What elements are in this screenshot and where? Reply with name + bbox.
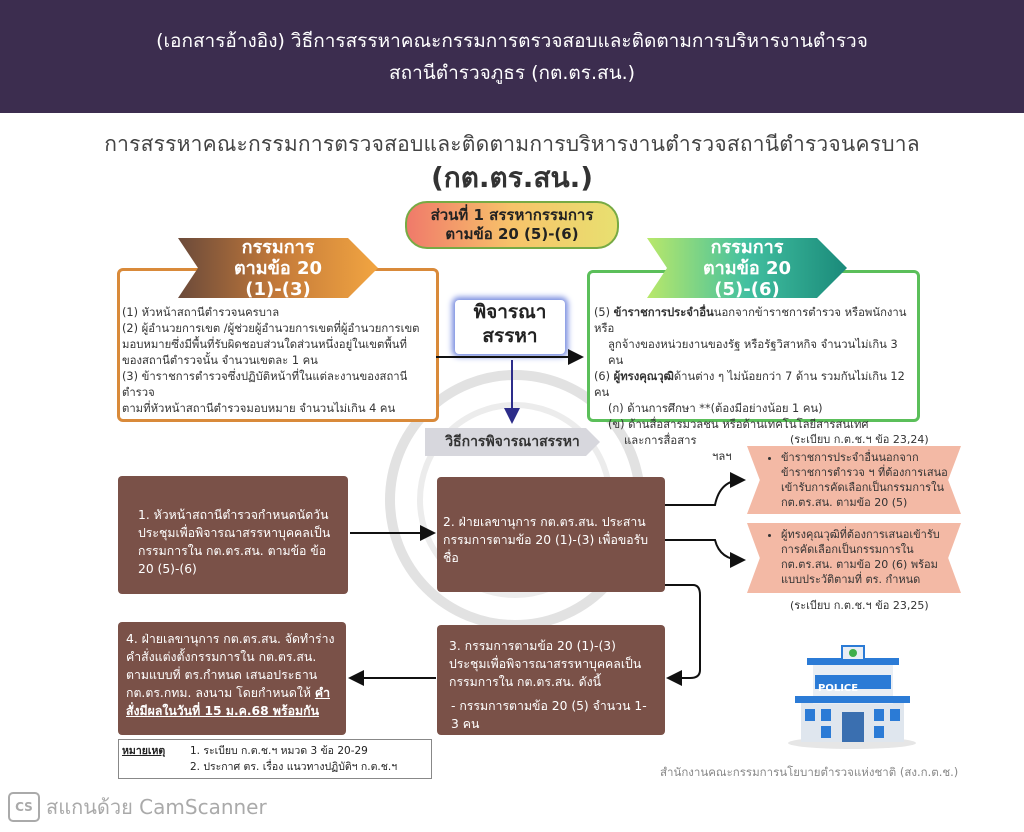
right-item-5: (5) ข้าราชการประจำอื่นนอกจากข้าราชการตำร… <box>594 305 910 337</box>
right-item-6: (6) ผู้ทรงคุณวุฒิด้านต่าง ๆ ไม่น้อยกว่า … <box>594 369 910 401</box>
part-1-pill: ส่วนที่ 1 สรรหากรรมการ ตามข้อ 20 (5)-(6) <box>405 201 619 249</box>
left-item: ตามที่หัวหน้าสถานีตำรวจมอบหมาย จำนวนไม่เ… <box>122 402 396 415</box>
consider-line2: สรรหา <box>482 325 538 347</box>
camscanner-watermark: CS สแกนด้วย CamScanner <box>8 791 267 823</box>
left-item: ของสถานีตำรวจนั้น จำนวนเขตละ 1 คน <box>122 354 318 367</box>
step-1-text: 1. หัวหน้าสถานีตำรวจกำหนดนัดวันประชุมเพื… <box>138 508 331 576</box>
part-pill-line2: ตามข้อ 20 (5)-(6) <box>445 225 579 243</box>
arrow-box2-box3 <box>665 584 701 686</box>
ribbon-2-list: ผู้ทรงคุณวุฒิที่ต้องการเสนอเข้ารับการคัด… <box>747 523 961 587</box>
ribbon-1-text: ข้าราชการประจำอื่นนอกจากข้าราชการตำรวจ ฯ… <box>781 450 951 510</box>
header-banner: (เอกสารอ้างอิง) วิธีการสรรหาคณะกรรมการตร… <box>0 0 1024 113</box>
notes-label: หมายเหตุ <box>122 745 166 757</box>
header-line2: สถานีตำรวจภูธร (กต.ตร.สน.) <box>388 61 636 84</box>
item5-prefix: (5) <box>594 306 614 319</box>
right-tag-line1: กรรมการ <box>710 236 784 258</box>
item6-bold: ผู้ทรงคุณวุฒิ <box>613 370 674 383</box>
page-subtitle: (กต.ตร.สน.) <box>430 161 594 194</box>
note-1: 1. ระเบียบ ก.ต.ช.ฯ หมวด 3 ข้อ 20-29 <box>190 745 368 757</box>
right-item-6b2: และการสื่อสาร <box>624 434 697 447</box>
camscanner-text: สแกนด้วย CamScanner <box>46 795 267 819</box>
left-item: (1) หัวหน้าสถานีตำรวจนครบาล <box>122 306 280 319</box>
right-tag-line2: ตามข้อ 20 <box>702 257 792 279</box>
method-label: วิธีการพิจารณาสรรหา <box>425 428 600 456</box>
right-tag-line3: (5)-(6) <box>714 278 780 300</box>
ribbon-1-list: ข้าราชการประจำอื่นนอกจากข้าราชการตำรวจ ฯ… <box>747 446 961 510</box>
step-4-text: 4. ฝ่ายเลขานุการ กต.ตร.สน. จัดทำร่างคำสั… <box>126 632 335 700</box>
arrow-box2-salmon2 <box>665 539 746 568</box>
right-panel-text: (5) ข้าราชการประจำอื่นนอกจากข้าราชการตำร… <box>594 305 910 465</box>
camscanner-logo: CS <box>8 792 40 822</box>
left-tag-line1: กรรมการ <box>241 236 315 258</box>
item5-bold: ข้าราชการประจำอื่น <box>613 306 714 319</box>
left-item: (2) ผู้อำนวยการเขต /ผู้ช่วยผู้อำนวยการเข… <box>122 322 420 335</box>
left-tag-line3: (1)-(3) <box>245 278 311 300</box>
left-tag-line2: ตามข้อ 20 <box>233 257 323 279</box>
note-2: 2. ประกาศ ตร. เรื่อง แนวทางปฏิบัติฯ ก.ต.… <box>190 761 398 773</box>
notes-box <box>118 739 432 779</box>
left-committee-tag: กรรมการ ตามข้อ 20 (1)-(3) <box>178 238 378 298</box>
header-line1: (เอกสารอ้างอิง) วิธีการสรรหาคณะกรรมการตร… <box>156 29 868 52</box>
item6-prefix: (6) <box>594 370 614 383</box>
left-item: มอบหมายซึ่งมีพื้นที่รับผิดชอบส่วนใดส่วนห… <box>122 338 407 351</box>
reference-1: (ระเบียบ ก.ต.ช.ฯ ข้อ 23,24) <box>790 433 929 446</box>
step-2-text: 2. ฝ่ายเลขานุการ กต.ตร.สน. ประสานกรรมการ… <box>443 515 649 565</box>
left-panel-text: (1) หัวหน้าสถานีตำรวจนครบาล (2) ผู้อำนวย… <box>122 305 432 417</box>
step-3-content: 3. กรรมการตามข้อ 20 (1)-(3) ประชุมเพื่อพ… <box>437 625 665 775</box>
step-1-box: 1. หัวหน้าสถานีตำรวจกำหนดนัดวันประชุมเพื… <box>118 476 348 594</box>
right-committee-tag: กรรมการ ตามข้อ 20 (5)-(6) <box>647 238 847 298</box>
right-item-5-line2: ลูกจ้างของหน่วยงานของรัฐ หรือรัฐวิสาหกิจ… <box>608 338 898 367</box>
step-4-content: 4. ฝ่ายเลขานุการ กต.ตร.สน. จัดทำร่างคำสั… <box>118 622 346 720</box>
left-item: (3) ข้าราชการตำรวจซึ่งปฏิบัติหน้าที่ในแต… <box>122 370 408 399</box>
item6-rest: ด้านต่าง ๆ ไม่น้อยกว่า 7 ด้าน รวมกันไม่เ… <box>594 370 905 399</box>
right-etc: ฯลฯ <box>712 450 732 463</box>
ribbon-experts: ผู้ทรงคุณวุฒิที่ต้องการเสนอเข้ารับการคัด… <box>747 523 961 593</box>
step-3-bullet-1: - กรรมการตามข้อ 20 (5) จำนวน 1-3 คน <box>451 699 647 731</box>
footer-office: สำนักงานคณะกรรมการนโยบายตำรวจแห่งชาติ (ส… <box>660 765 959 779</box>
consider-recruit-box: พิจารณา สรรหา <box>455 300 565 354</box>
police-building-icon <box>788 645 916 749</box>
consider-line1: พิจารณา <box>473 301 547 323</box>
item5-rest: นอกจากข้าราชการตำรวจ หรือพนักงาน หรือ <box>594 306 907 335</box>
step-4-box: 4. ฝ่ายเลขานุการ กต.ตร.สน. จัดทำร่างคำสั… <box>118 622 346 735</box>
right-item-6a: (ก) ด้านการศึกษา **(ต้องมีอย่างน้อย 1 คน… <box>608 402 823 415</box>
page-title: การสรรหาคณะกรรมการตรวจสอบและติดตามการบริ… <box>104 132 920 156</box>
ribbon-2-text: ผู้ทรงคุณวุฒิที่ต้องการเสนอเข้ารับการคัด… <box>781 527 951 587</box>
right-item-6b: (ข) ด้านสื่อสารมวลชน หรือด้านเทคโนโลยีสา… <box>608 418 869 431</box>
step-3-bullet-2: - กรรมการตามข้อ 20 (6) จำนวน 7 ด้าน รวมไ… <box>451 741 643 773</box>
arrow-box2-salmon1 <box>665 472 746 506</box>
police-sign-text: POLICE <box>818 683 859 694</box>
step-2-box: 2. ฝ่ายเลขานุการ กต.ตร.สน. ประสานกรรมการ… <box>437 477 665 592</box>
reference-2: (ระเบียบ ก.ต.ช.ฯ ข้อ 23,25) <box>790 599 929 612</box>
step-4-emphasis: คำสั่งมีผลในวันที่ 15 ม.ค.68 พร้อมกัน <box>126 686 330 718</box>
step-3-intro: 3. กรรมการตามข้อ 20 (1)-(3) ประชุมเพื่อพ… <box>449 639 642 689</box>
part-pill-line1: ส่วนที่ 1 สรรหากรรมการ <box>430 206 594 224</box>
step-3-box: 3. กรรมการตามข้อ 20 (1)-(3) ประชุมเพื่อพ… <box>437 625 665 773</box>
ribbon-other-officials: ข้าราชการประจำอื่นนอกจากข้าราชการตำรวจ ฯ… <box>747 446 961 514</box>
